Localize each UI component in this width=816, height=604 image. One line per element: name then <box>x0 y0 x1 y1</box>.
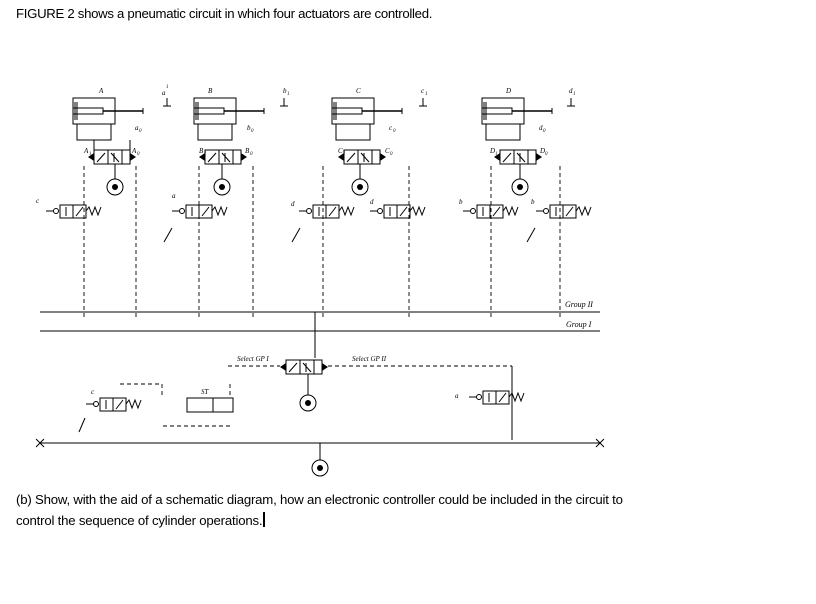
label-D0: D <box>539 147 545 155</box>
label-d1: d <box>569 87 573 95</box>
label-b0: b <box>247 124 251 132</box>
label-group-i: Group I <box>566 320 592 329</box>
label-A0: A <box>131 147 137 155</box>
cylinder-a <box>72 97 144 196</box>
label-cyl-d: D <box>505 87 511 95</box>
label-A1-sub: 1 <box>89 152 92 157</box>
label-c0-sensor: c <box>36 197 40 205</box>
label-a1: a <box>162 89 166 97</box>
question-text: (b) Show, with the aid of a schematic di… <box>16 489 656 531</box>
label-B0: B <box>245 147 250 155</box>
label-C0: C <box>385 147 390 155</box>
label-c0-sub: 0 <box>393 129 396 134</box>
label-D0-sub: 0 <box>545 152 548 157</box>
label-b1-sub: 1 <box>287 92 290 97</box>
pilot-lines <box>83 166 561 320</box>
label-cyl-a: A <box>98 87 104 95</box>
label-select-gp2: Select GP II <box>352 355 387 363</box>
label-d0-sub: 0 <box>543 129 546 134</box>
label-D1: D <box>489 147 495 155</box>
label-d1-sub: 1 <box>573 92 576 97</box>
label-d0: d <box>539 124 543 132</box>
label-D1-sub: 1 <box>495 152 498 157</box>
label-C0-sub: 0 <box>390 152 393 157</box>
bottom-valves <box>78 383 525 433</box>
label-b1: b <box>283 87 287 95</box>
label-c0: c <box>389 124 393 132</box>
label-a0-sub: 0 <box>139 129 142 134</box>
label-C1-sub: 1 <box>343 152 346 157</box>
main-supply-line <box>35 438 605 477</box>
label-c1: c <box>421 87 425 95</box>
label-cyl-c: C <box>356 87 361 95</box>
cylinder-b <box>193 97 265 196</box>
label-a1-sub: 1 <box>166 85 169 90</box>
label-B1-sub: 1 <box>204 152 207 157</box>
label-cyl-b: B <box>208 87 213 95</box>
label-b0-sub: 0 <box>251 129 254 134</box>
question-body: (b) Show, with the aid of a schematic di… <box>16 492 623 528</box>
label-d1-sensor: d <box>370 198 374 206</box>
label-group-ii: Group II <box>565 300 593 309</box>
label-b1-sensor: b <box>531 198 535 206</box>
label-A0-sub: 0 <box>137 152 140 157</box>
cylinder-c <box>331 97 403 196</box>
label-b0-sensor: b <box>459 198 463 206</box>
limit-valve-row <box>45 204 592 243</box>
label-C1: C <box>338 147 343 155</box>
text-caret <box>263 512 265 527</box>
label-A1: A <box>83 147 89 155</box>
label-a0-sensor: a <box>172 192 176 200</box>
cylinder-d <box>481 97 553 196</box>
label-a1-bottom: a <box>455 392 459 400</box>
label-c1-sub: 1 <box>425 92 428 97</box>
label-a0: a <box>135 124 139 132</box>
label-B1: B <box>199 147 204 155</box>
intro-text: FIGURE 2 shows a pneumatic circuit in wh… <box>16 6 433 21</box>
label-d0-sensor: d <box>291 200 295 208</box>
label-st: ST <box>201 388 210 396</box>
label-select-gp1: Select GP I <box>237 355 269 363</box>
label-c1-bottom: c <box>91 388 95 396</box>
group-selector-valve <box>228 312 513 440</box>
label-B0-sub: 0 <box>250 152 253 157</box>
